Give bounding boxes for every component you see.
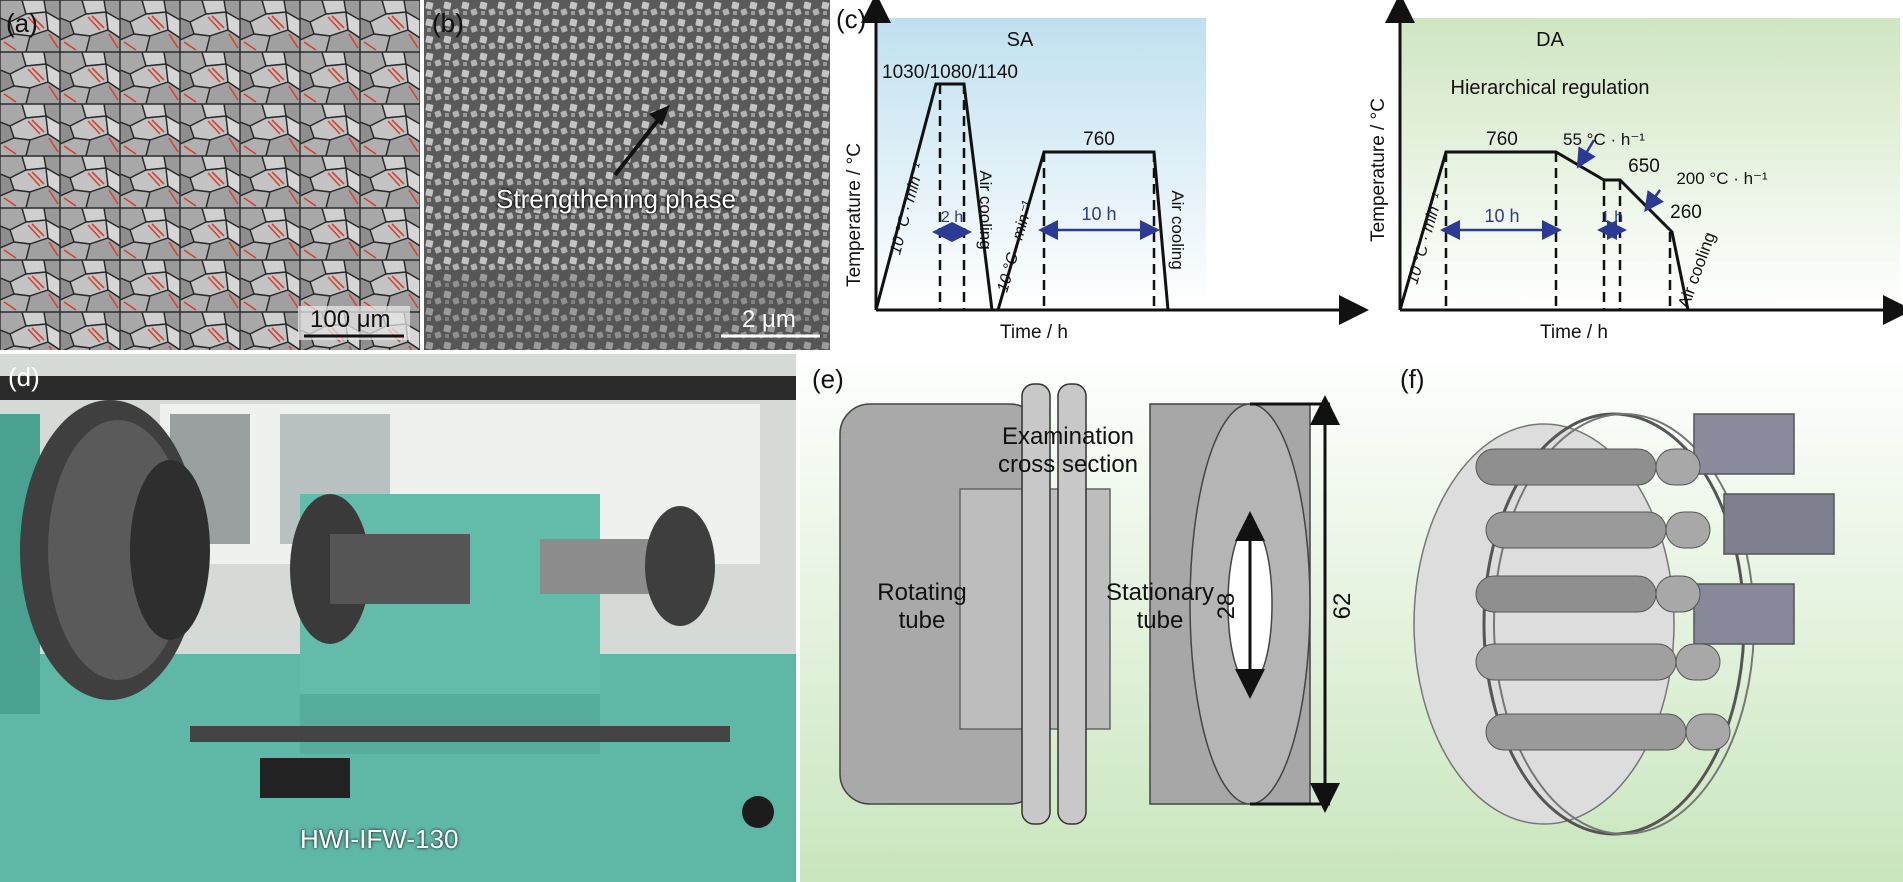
rotating-tube-label-1: Rotating: [877, 579, 966, 606]
clamp-lower: [1693, 583, 1795, 645]
inner-diameter-value: 28: [1213, 593, 1240, 620]
da-subtitle: Hierarchical regulation: [1451, 77, 1650, 99]
heat-treatment-diagram: SA 1030/1080/1140 760 2 h 10 h Temperatu…: [844, 0, 1903, 343]
panel-d-label: (d): [8, 362, 40, 392]
da-x-label: Time / h: [1540, 322, 1608, 343]
sa-hold2: 10 h: [1081, 204, 1116, 224]
sa-cool1: Air cooling: [976, 170, 995, 249]
panel-d-machine-photo: (d) HWI-IFW-130: [0, 354, 796, 882]
outer-diameter-value: 62: [1329, 593, 1356, 620]
da-y-label: Temperature / °C: [1368, 98, 1389, 242]
cross-section-label-1: Examination: [1002, 423, 1134, 450]
fixture-schematic: [1394, 354, 1903, 882]
panel-b-sem-image: (b) Strengthening phase 2 μm: [424, 0, 830, 350]
rotating-tube-label-2: tube: [899, 607, 946, 634]
da-background: [1400, 18, 1900, 308]
sa-y-label: Temperature / °C: [844, 143, 865, 287]
clamp-mid: [1723, 493, 1835, 555]
sa-x-label: Time / h: [1000, 322, 1068, 343]
panel-e-specimen-schematic: Examination cross section Rotating tube …: [800, 354, 1394, 882]
da-temp3: 260: [1670, 202, 1702, 223]
sa-hold1: 2 h: [941, 209, 963, 226]
sa-cool2: Air cooling: [1168, 190, 1187, 269]
da-rate1: 55 °C · h⁻¹: [1563, 130, 1645, 149]
da-temp1: 760: [1486, 129, 1518, 150]
sa-solution-curve: [874, 82, 994, 311]
stationary-tube-label-2: tube: [1137, 607, 1184, 634]
da-rate2: 200 °C · h⁻¹: [1676, 169, 1768, 188]
sa-temp2: 760: [1083, 129, 1115, 150]
panel-f-fixture-schematic: (f): [1394, 354, 1903, 882]
sa-aging-curve: [996, 150, 1170, 311]
grain-map-image: [0, 0, 420, 350]
cross-section-label-2: cross section: [998, 451, 1138, 478]
da-rate1-pointer: [1576, 139, 1596, 169]
scale-bar-a-label: 100 μm: [310, 306, 391, 333]
da-title: DA: [1536, 29, 1564, 51]
panel-f-label: (f): [1400, 364, 1425, 394]
machine-model-label: HWI-IFW-130: [300, 824, 459, 854]
da-temp2: 650: [1628, 156, 1660, 177]
da-rate2-pointer: [1644, 189, 1664, 213]
panel-c-label: (c): [836, 4, 867, 34]
panel-e-label: (e): [812, 364, 844, 394]
specimen-schematic: Examination cross section Rotating tube …: [800, 354, 1394, 882]
sem-image: [424, 0, 830, 350]
clamp-top: [1693, 413, 1795, 475]
panel-c-heat-treatment: SA 1030/1080/1140 760 2 h 10 h Temperatu…: [834, 0, 1903, 350]
da-hold1: 10 h: [1484, 206, 1519, 226]
panel-a-label: (a): [6, 8, 38, 38]
sa-peak-temp: 1030/1080/1140: [882, 62, 1018, 83]
panel-a-grain-map: (a) 100 μm: [0, 0, 420, 350]
machine-photo: [0, 354, 796, 882]
scale-bar-b-label: 2 μm: [742, 306, 796, 333]
panel-b-label: (b): [432, 8, 464, 38]
stationary-tube-label-1: Stationary: [1106, 579, 1214, 606]
sa-title: SA: [1007, 29, 1034, 51]
da-hold2: 1 h: [1601, 209, 1623, 226]
strengthening-phase-label: Strengthening phase: [496, 184, 736, 214]
